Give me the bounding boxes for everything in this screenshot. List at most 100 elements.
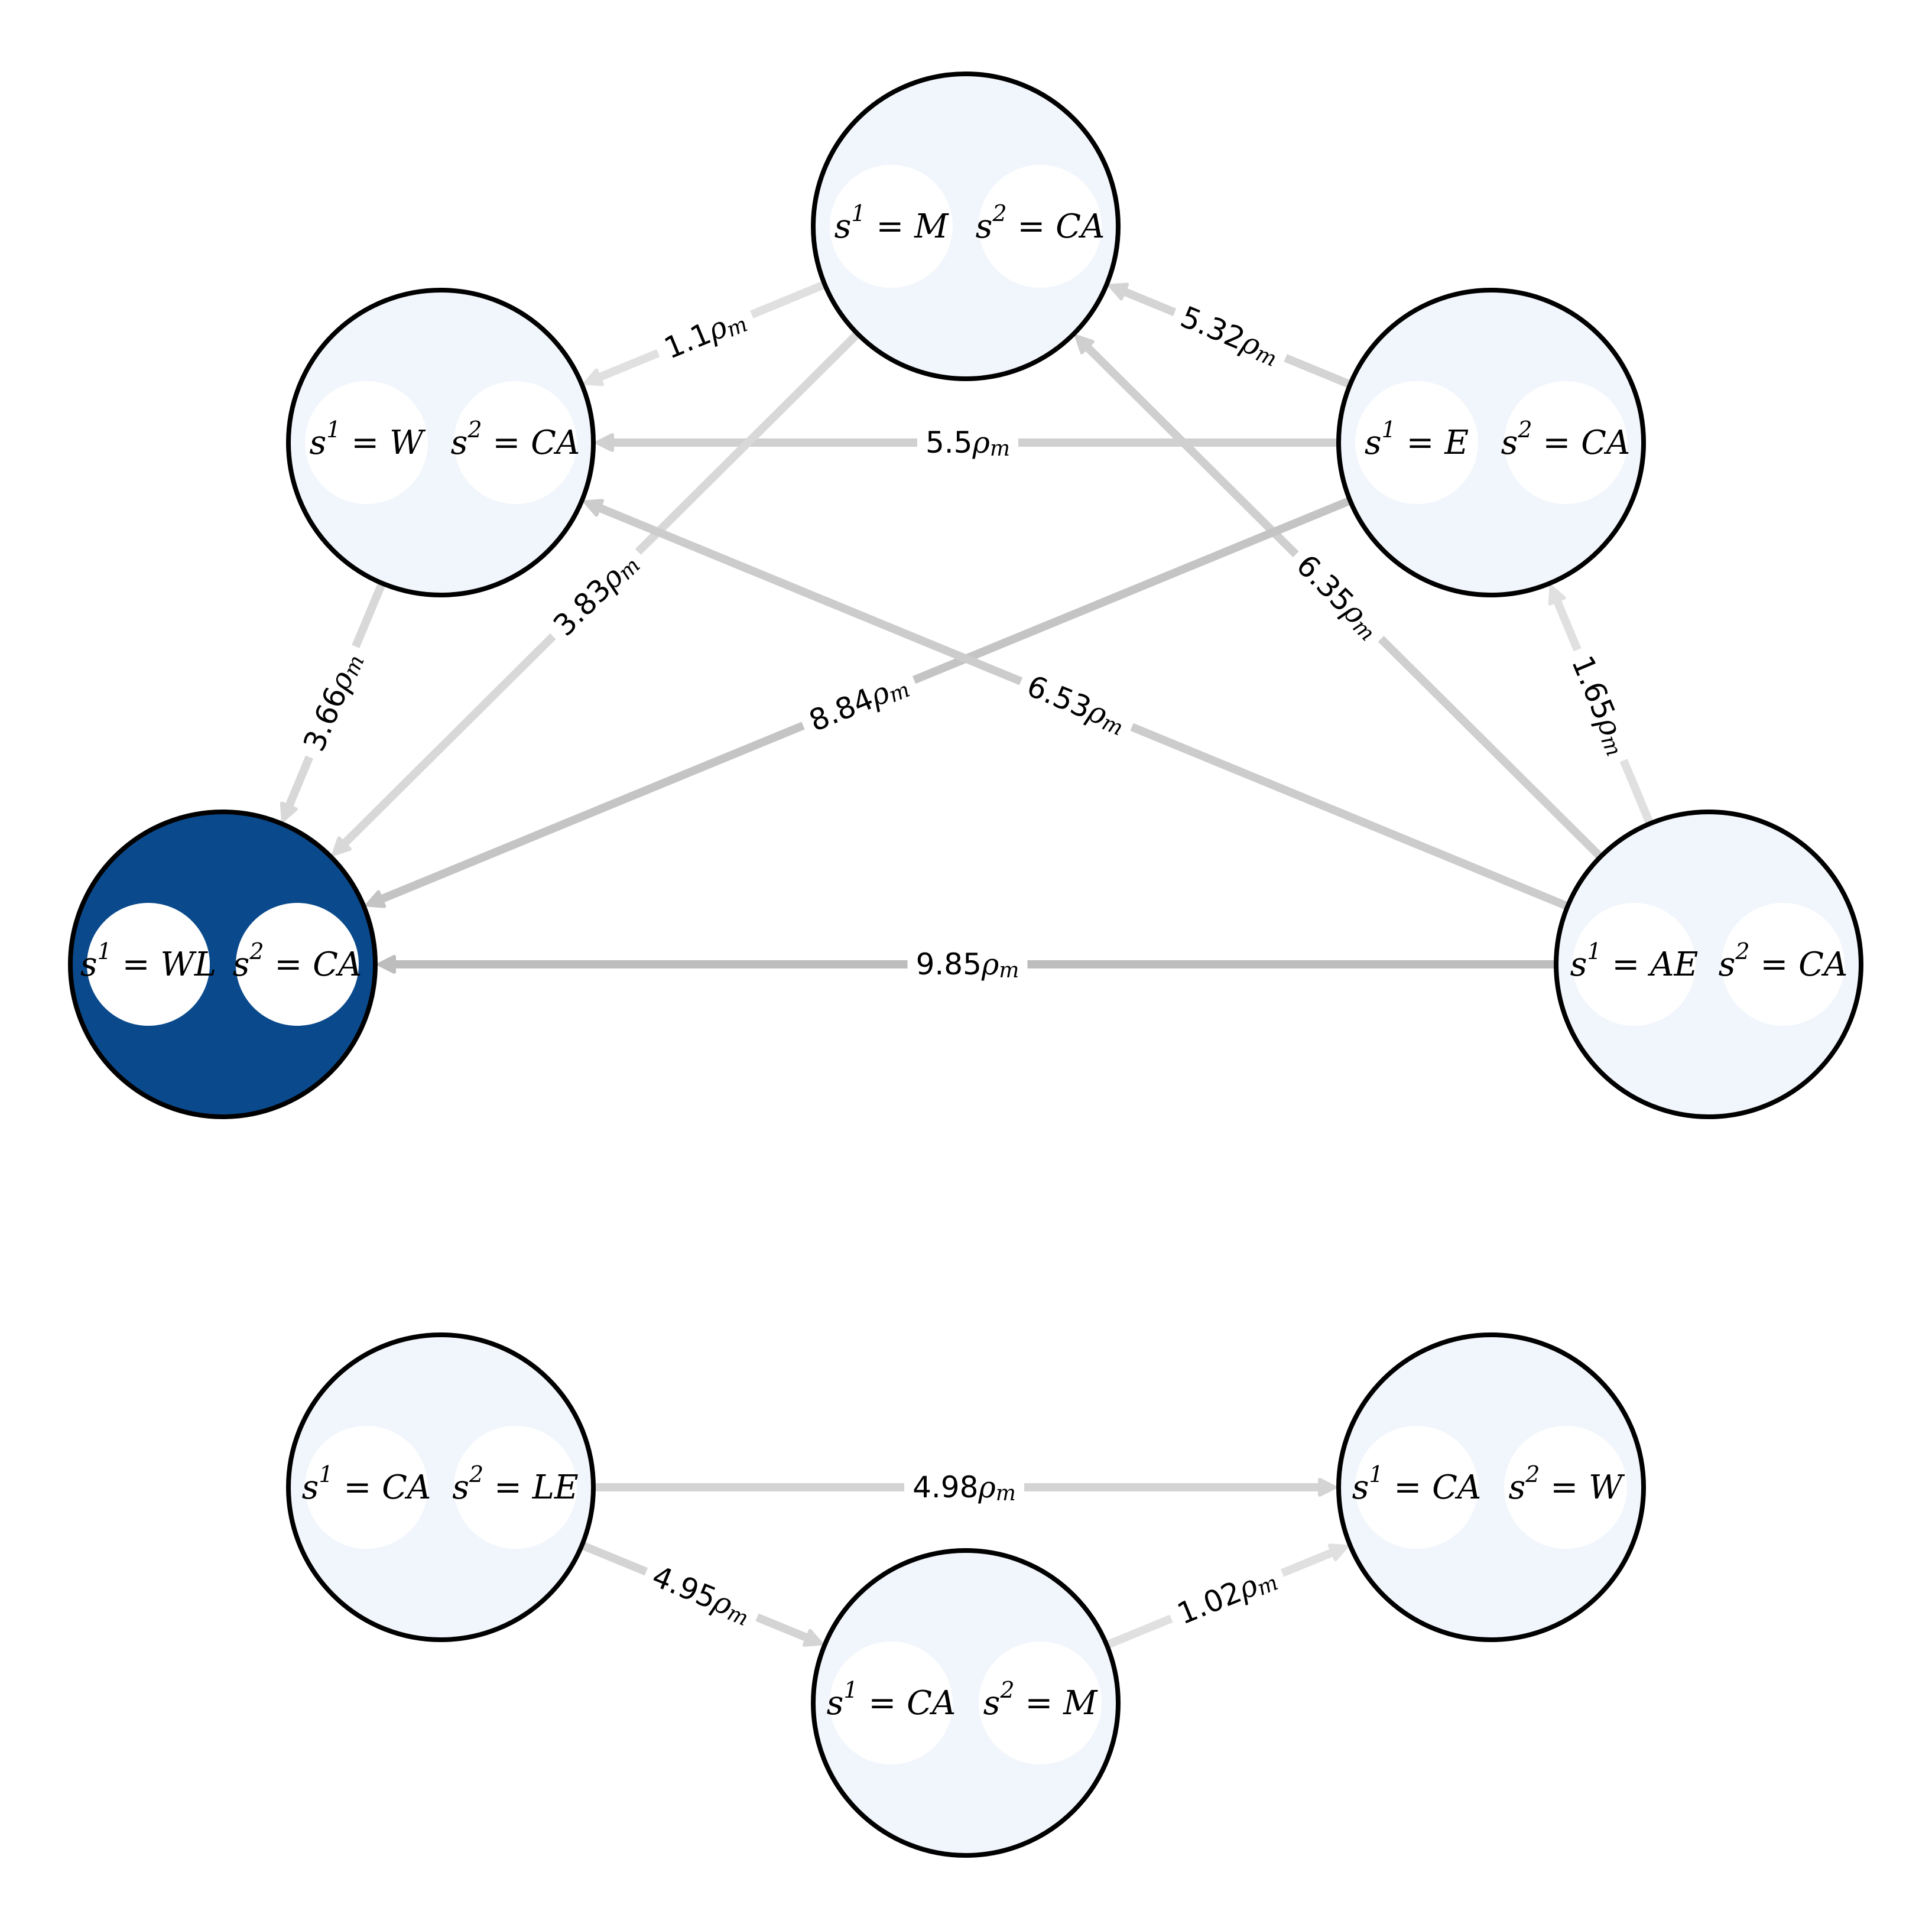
state-index: 2	[1525, 1461, 1540, 1487]
state-value: M	[1063, 1684, 1098, 1722]
rho-subscript: m	[996, 1481, 1016, 1506]
substate-s1-label: s1 = CA	[1352, 1461, 1482, 1507]
arrow-head-icon	[1327, 1543, 1349, 1562]
substate-s2-circle	[1504, 381, 1627, 504]
edge-label-group: 3.66ρm	[291, 639, 375, 765]
edge-label-group: 3.83ρm	[539, 538, 652, 651]
edge-label-background	[904, 1468, 1024, 1508]
equals-sign: =	[333, 1468, 382, 1507]
substate-s1-circle	[1355, 1426, 1478, 1549]
rho-symbol: ρ	[972, 425, 990, 460]
substate-s1-label: s1 = M	[835, 200, 949, 246]
edge-ca_le-to-ca_w: 4.98ρm	[593, 1468, 1337, 1508]
state-index: 1	[326, 417, 340, 443]
equals-sign: =	[1532, 424, 1582, 462]
rho-symbol: ρ	[978, 1470, 996, 1504]
state-node-circle	[811, 71, 1121, 381]
edge-label-group: 1.1ρm	[651, 296, 760, 372]
state-symbol: s	[983, 1684, 1001, 1722]
arrow-head-icon	[332, 836, 352, 856]
state-symbol: s	[302, 1468, 319, 1507]
state-value: CA	[313, 945, 362, 984]
substate-s2-circle	[454, 381, 577, 504]
rho-subscript: m	[999, 958, 1019, 983]
edge-label-group: 4.98ρm	[904, 1468, 1024, 1508]
substate-s2-circle	[1722, 903, 1845, 1026]
edge-label-background	[1167, 294, 1293, 377]
edge-label-background	[638, 1553, 765, 1636]
edge-label-group: 8.84ρm	[795, 662, 922, 745]
equals-sign: =	[866, 207, 915, 246]
edge-label-background	[907, 945, 1028, 985]
edge-weight-label: 3.83ρm	[547, 545, 645, 643]
state-index: 1	[1587, 938, 1601, 964]
substate-s2-circle	[454, 1426, 577, 1549]
substate-s1-circle	[87, 903, 210, 1026]
arrow-head-icon	[595, 433, 614, 452]
edge-ae_ca-to-w_ca: 6.53ρm	[583, 499, 1570, 911]
state-symbol: s	[976, 207, 993, 246]
substate-s2-label: s2 = CA	[976, 200, 1105, 246]
substate-s2-circle	[236, 903, 359, 1026]
edge-label-background	[1164, 1555, 1290, 1638]
arrow-head-icon	[583, 499, 605, 517]
state-node-ca_w[interactable]: s1 = CA s2 = W	[1336, 1332, 1646, 1642]
substate-s2-label: s2 = LE	[452, 1461, 579, 1507]
equals-sign: =	[340, 424, 389, 462]
arrow-head-icon	[1108, 282, 1129, 301]
arrow-head-icon	[1318, 1478, 1337, 1497]
state-symbol: s	[1365, 424, 1382, 462]
equals-sign: =	[112, 945, 161, 984]
equals-sign: =	[1007, 207, 1056, 246]
state-node-circle	[1336, 1332, 1646, 1642]
substate-s1-circle	[830, 165, 953, 288]
rho-symbol: ρ	[981, 947, 999, 981]
substate-s2-circle	[979, 165, 1102, 288]
state-value: CA	[382, 1468, 431, 1507]
arrow-head-icon	[583, 368, 605, 386]
equals-sign: =	[264, 945, 313, 984]
edge-label-background	[1013, 663, 1139, 746]
edge-w_ca-to-wl_ca: 3.66ρm	[280, 581, 386, 823]
substate-s1-circle	[1355, 381, 1478, 504]
state-index: 2	[249, 938, 264, 964]
state-symbol: s	[452, 1468, 469, 1507]
substate-s2-circle	[1504, 1426, 1627, 1549]
substate-s1-label: s1 = AE	[1570, 938, 1699, 984]
state-symbol: s	[451, 424, 468, 462]
equals-sign: =	[1015, 1684, 1064, 1722]
state-node-circle	[1336, 288, 1646, 597]
edge-label-background	[291, 639, 375, 765]
edge-label-group: 6.35ρm	[1281, 540, 1395, 654]
state-node-e_ca[interactable]: s1 = E s2 = CA	[1336, 288, 1646, 597]
state-symbol: s	[1570, 945, 1587, 984]
edge-weight-label: 9.85ρm	[916, 947, 1019, 983]
substate-s1-label: s1 = CA	[302, 1461, 431, 1507]
substate-s2-label: s2 = W	[1508, 1461, 1625, 1507]
substate-s2-label: s2 = M	[983, 1677, 1098, 1722]
state-index: 2	[469, 1461, 483, 1487]
edge-label-background	[651, 296, 760, 372]
arrow-head-icon	[1074, 334, 1095, 355]
state-node-m_ca[interactable]: s1 = M s2 = CA	[811, 71, 1121, 381]
state-value: CA	[1056, 207, 1105, 246]
state-node-circle	[286, 1332, 596, 1642]
edge-label-background	[1281, 540, 1395, 654]
state-value: W	[389, 424, 426, 462]
edge-ca_m-to-ca_w: 1.02ρm	[1105, 1543, 1349, 1649]
substate-s1-label: s1 = W	[309, 417, 426, 462]
substate-s1-label: s1 = E	[1365, 417, 1469, 462]
edge-label-group: 4.95ρm	[638, 1553, 765, 1636]
substate-s1-circle	[305, 381, 428, 504]
state-index: 1	[319, 1461, 333, 1487]
substate-s2-label: s2 = CA	[1501, 417, 1631, 462]
edge-weight-label: 4.98ρm	[913, 1470, 1016, 1506]
